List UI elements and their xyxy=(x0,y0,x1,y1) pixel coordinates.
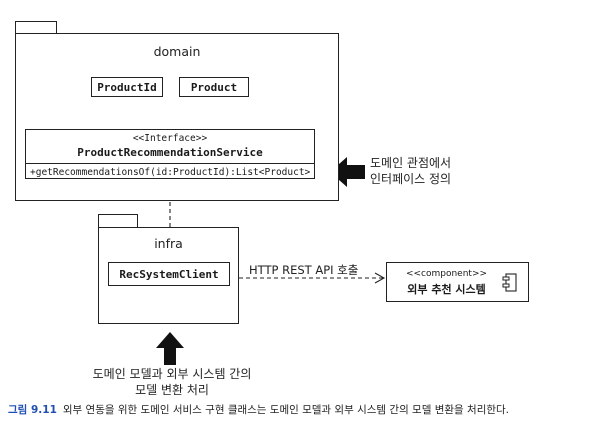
note-bottom-line2: 모델 변환 처리 xyxy=(135,383,209,397)
component-stereotype: <<component>> xyxy=(405,269,488,279)
note-right-line2: 인터페이스 정의 xyxy=(370,172,452,186)
domain-package-name: domain xyxy=(153,44,201,59)
interface-divider xyxy=(26,163,314,164)
class-product-id-label: ProductId xyxy=(97,80,157,94)
interface-name: ProductRecommendationService xyxy=(77,146,263,159)
dependency-label: HTTP REST API 호출 xyxy=(249,263,359,277)
note-right-line1: 도메인 관점에서 xyxy=(370,156,452,170)
figure-caption: 그림 9.11 외부 연동을 위한 도메인 서비스 구현 클래스는 도메인 모델과… xyxy=(8,402,598,417)
interface-recommendation-service: <<Interface>> ProductRecommendationServi… xyxy=(25,129,315,179)
component-name: 외부 추천 시스템 xyxy=(407,283,486,296)
interface-operation: +getRecommendationsOf(id:ProductId):List… xyxy=(30,167,311,178)
class-rec-system-client: RecSystemClient xyxy=(108,262,230,286)
component-icon xyxy=(502,273,517,292)
dependency-arrowhead xyxy=(374,272,386,284)
class-product-label: Product xyxy=(190,80,238,94)
class-rec-system-client-label: RecSystemClient xyxy=(119,267,219,281)
class-product-id: ProductId xyxy=(91,77,163,97)
interface-stereotype: <<Interface>> xyxy=(132,133,208,144)
figure-caption-label: 그림 9.11 xyxy=(8,404,57,416)
note-model-conversion: 도메인 모델과 외부 시스템 간의 모델 변환 처리 xyxy=(82,366,262,398)
component-external-recommendation: <<component>> 외부 추천 시스템 xyxy=(386,262,529,302)
note-arrow-up xyxy=(156,332,184,365)
note-bottom-line1: 도메인 모델과 외부 시스템 간의 xyxy=(92,367,252,381)
note-interface-definition: 도메인 관점에서 인터페이스 정의 xyxy=(370,155,451,187)
infra-package-tab xyxy=(98,214,138,228)
infra-package-name: infra xyxy=(154,236,183,251)
figure-caption-text: 외부 연동을 위한 도메인 서비스 구현 클래스는 도메인 모델과 외부 시스템… xyxy=(62,404,510,416)
class-product: Product xyxy=(179,77,249,97)
